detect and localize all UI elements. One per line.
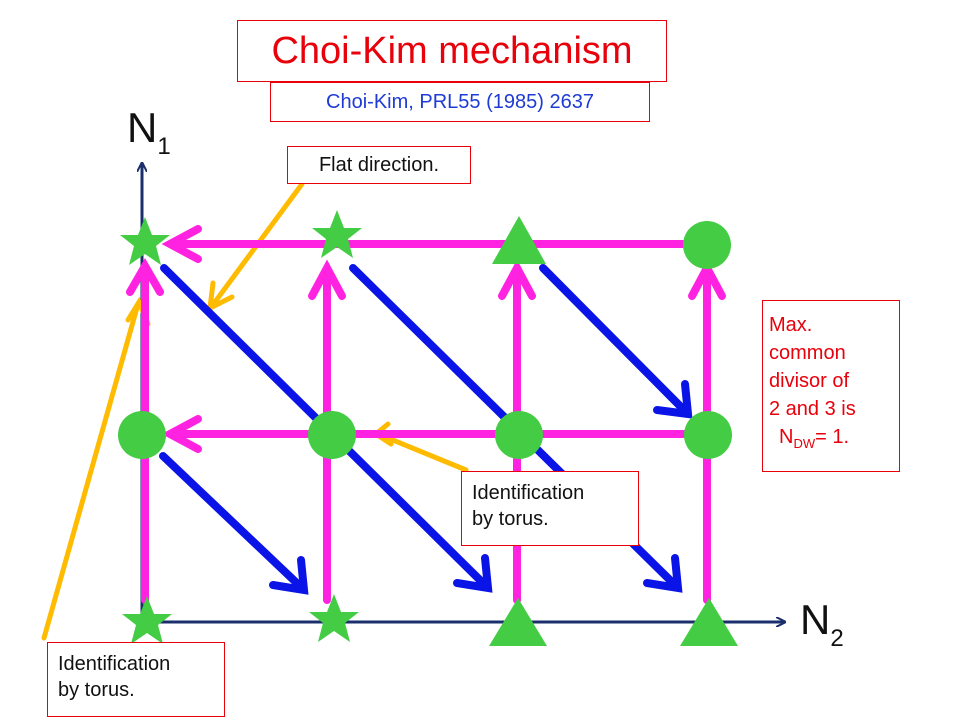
horizontal-arrowhead-top <box>161 225 202 263</box>
star-marker-top-1 <box>120 217 170 265</box>
n2-subscript: 2 <box>830 625 844 652</box>
flat-direction-box: Flat direction. <box>287 146 471 184</box>
ndw-line: NDW= 1. <box>769 423 899 458</box>
identification-pointer-bottom <box>41 301 141 641</box>
circle-marker-mid-1 <box>118 411 166 459</box>
lattice-markers <box>118 210 738 646</box>
circle-marker-mid-4 <box>684 411 732 459</box>
title-box: Choi-Kim mechanism <box>237 20 667 82</box>
diagonal-arrowhead-b <box>643 554 683 593</box>
ndw-subscript: DW <box>793 436 816 451</box>
star-marker-bottom-2 <box>309 594 359 642</box>
star-marker-bottom-1 <box>122 596 172 644</box>
identification-box-bottom: Identification by torus. <box>47 642 225 717</box>
triangle-marker-bottom-4 <box>680 598 738 646</box>
identification-box-mid: Identification by torus. <box>461 471 639 546</box>
n2-base: N <box>800 596 831 643</box>
identification-pointer-mid <box>375 431 469 473</box>
pointer-lines <box>41 181 469 641</box>
identification-mid-line-2: by torus. <box>472 508 549 530</box>
n1-base: N <box>127 104 158 151</box>
diagonal-arrowhead-c <box>653 380 693 419</box>
identification-bottom-line-1: Identification <box>58 653 171 675</box>
n1-subscript: 1 <box>157 133 171 160</box>
n2-axis-label: N2 <box>800 596 844 653</box>
flat-direction-text: Flat direction. <box>318 153 440 176</box>
diagonal-arrow-c <box>539 264 690 416</box>
identification-bottom-line-2: by torus. <box>58 679 135 701</box>
ndw-base: N <box>779 426 794 448</box>
reference-box: Choi-Kim, PRL55 (1985) 2637 <box>270 82 650 122</box>
vertical-arrowhead-1 <box>126 257 164 296</box>
gcd-line-2: common <box>769 342 846 364</box>
vertical-arrowhead-2 <box>308 259 346 300</box>
diagonal-arrowhead-a <box>453 554 493 593</box>
circle-marker-mid-2 <box>308 411 356 459</box>
page-title: Choi-Kim mechanism <box>271 29 633 72</box>
gcd-line-4: 2 and 3 is <box>769 398 856 420</box>
n1-axis-label: N1 <box>127 104 171 161</box>
triangle-marker-bottom-3 <box>489 598 547 646</box>
ndw-value: = 1. <box>815 426 850 448</box>
diagonal-arrowhead-d <box>269 556 309 595</box>
star-marker-top-2 <box>312 210 362 258</box>
gcd-line-3: divisor of <box>769 370 850 392</box>
horizontal-arrowhead-middle <box>161 415 202 453</box>
circle-marker-mid-3 <box>495 411 543 459</box>
gcd-line-1: Max. <box>769 314 813 336</box>
triangle-marker-top-3 <box>492 216 546 264</box>
circle-marker-top-4 <box>683 221 731 269</box>
reference-text: Choi-Kim, PRL55 (1985) 2637 <box>326 90 594 113</box>
identification-mid-line-1: Identification <box>472 482 585 504</box>
gcd-box: Max. common divisor of 2 and 3 is NDW= 1… <box>762 300 900 472</box>
diagonal-arrow-d <box>159 452 306 592</box>
vertical-arrowhead-3 <box>498 259 536 300</box>
